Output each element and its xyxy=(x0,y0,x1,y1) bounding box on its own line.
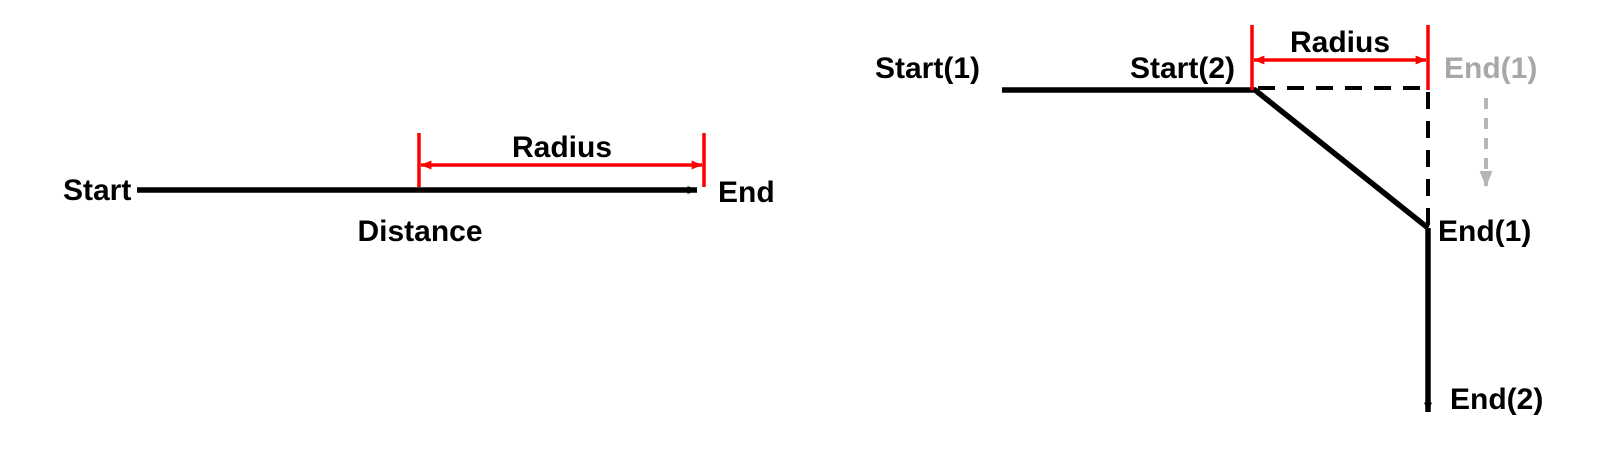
label-start-1: Start(1) xyxy=(875,52,980,85)
panel-chained-segments: Start(1) Start(2) Radius End(1) End(1) E… xyxy=(875,25,1543,416)
segment-horizontal-and-diagonal xyxy=(1002,87,1430,231)
label-end-1: End(1) xyxy=(1438,215,1531,248)
label-end: End xyxy=(718,176,775,209)
dashed-original-path xyxy=(1258,86,1430,228)
label-distance: Distance xyxy=(357,215,482,248)
panel-single-segment: Start End Radius Distance xyxy=(63,131,775,248)
label-radius-chained: Radius xyxy=(1290,26,1390,59)
label-radius-single: Radius xyxy=(512,131,612,164)
label-end-2: End(2) xyxy=(1450,383,1543,416)
label-start-2: Start(2) xyxy=(1130,52,1235,85)
label-start: Start xyxy=(63,174,131,207)
label-end-1-ghost: End(1) xyxy=(1444,52,1537,85)
